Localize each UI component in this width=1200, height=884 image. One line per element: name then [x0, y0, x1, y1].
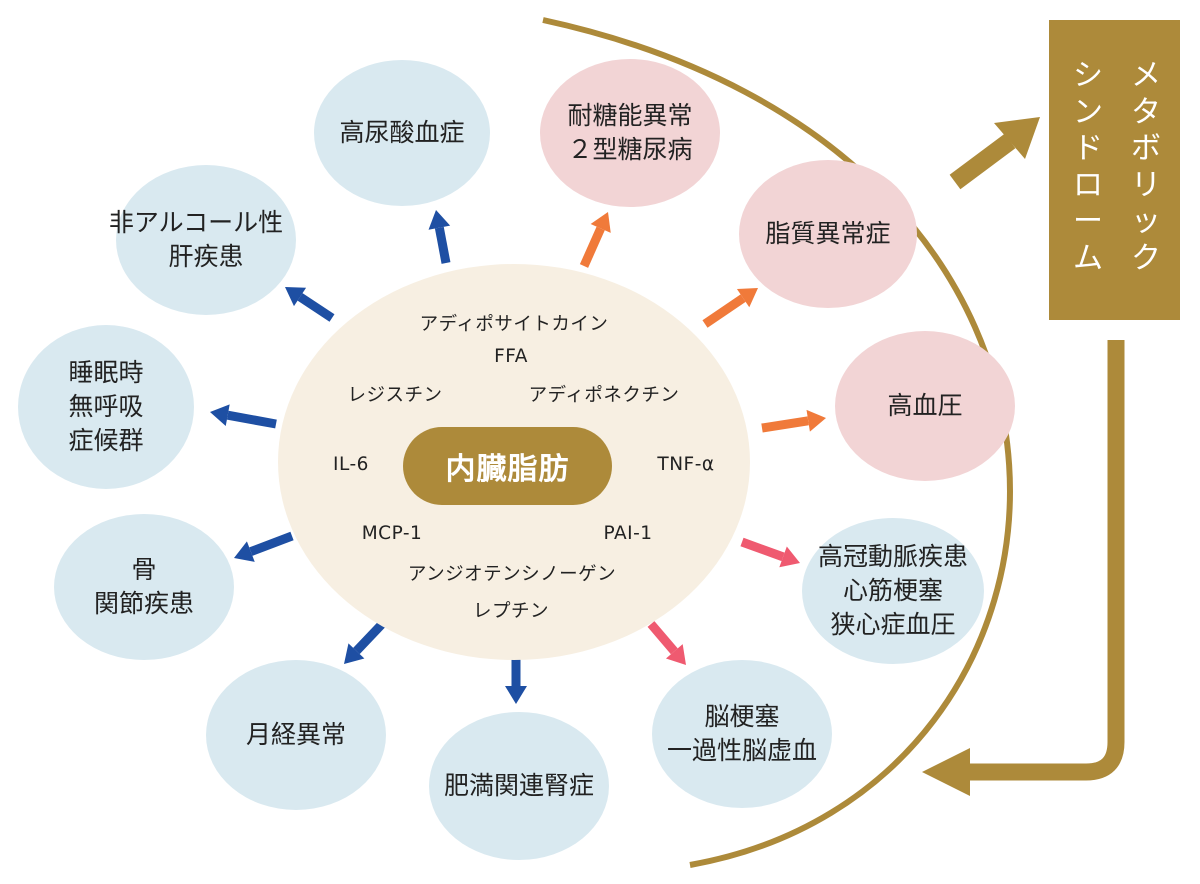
factor-ffa: FFA	[494, 346, 528, 367]
arrow-to-glucose-head	[590, 212, 611, 233]
visceral-fat-label: 内臓脂肪	[403, 427, 612, 505]
metabolic-syndrome-box: メ タ ボ リ ッ ク シ ン ド ロ ー ム	[1049, 20, 1180, 320]
arrow-to-bone-joint-head	[234, 541, 255, 562]
arrow-to-hypertension-shaft	[761, 416, 809, 433]
syndrome-label-col-1: メ タ ボ リ ッ ク	[1131, 58, 1161, 276]
arrow-to-dyslipidemia-shaft	[702, 294, 746, 328]
arrow-to-coronary-head	[779, 546, 800, 568]
disease-coronary: 高冠動脈疾患 心筋梗塞 狭心症血圧	[802, 518, 984, 664]
arrow-to-stroke-head	[665, 644, 686, 665]
arrow-to-hypertension-head	[806, 409, 826, 432]
arrow-to-hyperuricemia-shaft	[434, 226, 451, 264]
disease-kidney: 肥満関連腎症	[429, 712, 609, 860]
arrow-to-kidney-head	[505, 686, 527, 704]
arrow-to-bone-joint-shaft	[249, 531, 294, 556]
arrow-to-nafld-shaft	[297, 293, 335, 322]
disease-glucose: 耐糖能異常 ２型糖尿病	[540, 59, 720, 207]
arrow-to-glucose-shaft	[579, 226, 605, 268]
arc-to-box-arrow	[949, 133, 1016, 190]
factor-leptin: レプチン	[472, 601, 550, 622]
return-arrow-head	[922, 748, 970, 796]
factor-angiotensinogen: アンジオテンシノーゲン	[407, 564, 617, 585]
disease-menstrual: 月経異常	[206, 660, 386, 810]
return-path-arrow	[965, 340, 1125, 781]
factor-il6: IL-6	[333, 454, 369, 475]
disease-hyperuricemia: 高尿酸血症	[314, 60, 490, 206]
arrow-to-dyslipidemia-head	[736, 288, 758, 308]
syndrome-label-col-2: シ ン ド ロ ー ム	[1073, 58, 1103, 276]
factor-adiponectin: アディポネクチン	[528, 385, 680, 406]
arrow-to-sleep-apnea-shaft	[226, 410, 277, 429]
factor-adipocytokine: アディポサイトカイン	[419, 314, 609, 335]
arrow-to-coronary-shaft	[740, 537, 785, 562]
disease-bone-joint: 骨 関節疾患	[54, 514, 234, 660]
arrow-to-menstrual-shaft	[353, 618, 388, 655]
arrow-to-nafld-head	[285, 287, 307, 307]
disease-stroke: 脳梗塞 一過性脳虚血	[652, 660, 832, 808]
arrow-to-stroke-shaft	[647, 621, 678, 655]
factor-mcp1: MCP-1	[361, 523, 423, 544]
disease-nafld: 非アルコール性 肝疾患	[109, 165, 296, 315]
arrow-to-menstrual-head	[344, 643, 365, 664]
disease-hypertension: 高血圧	[835, 331, 1015, 481]
syndrome-arc	[542, 17, 1013, 868]
factor-resistin: レジスチン	[347, 385, 443, 406]
disease-dyslipidemia: 脂質異常症	[739, 160, 917, 308]
factor-tnf-alpha: TNF-α	[657, 454, 715, 475]
disease-sleep-apnea: 睡眠時 無呼吸 症候群	[18, 325, 194, 489]
arc-to-box-arrow-head	[994, 117, 1040, 159]
arrow-to-sleep-apnea-head	[210, 404, 230, 427]
arrow-to-hyperuricemia-head	[428, 210, 451, 230]
factor-pai1: PAI-1	[603, 523, 653, 544]
